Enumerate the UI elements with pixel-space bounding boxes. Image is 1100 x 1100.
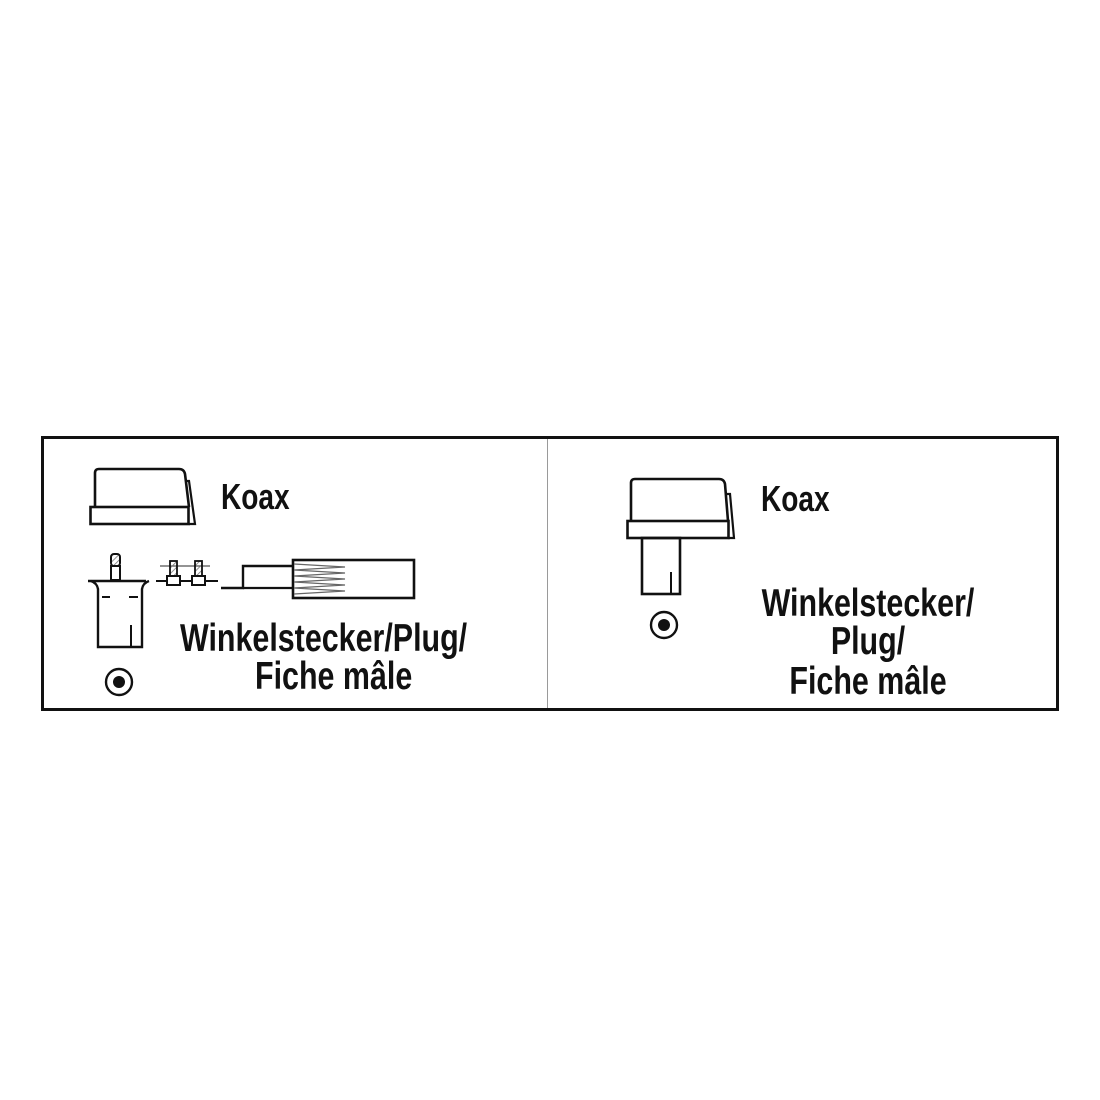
connector-diagram-frame: Koax Winkelstecker/Plug/ Fiche mâle Koax…: [41, 436, 1059, 711]
left-panel-disassembled-plug: Koax Winkelstecker/Plug/ Fiche mâle: [44, 439, 547, 708]
right-panel-assembled-plug: Koax Winkelstecker/ Plug/ Fiche mâle: [548, 439, 1056, 708]
right-plug-label-line3: Fiche mâle: [789, 660, 947, 703]
left-koax-label: Koax: [221, 476, 290, 517]
right-koax-label: Koax: [761, 478, 830, 519]
male-socket-symbol-icon: [649, 610, 679, 640]
right-plug-label-line2: Plug/: [830, 620, 906, 663]
coax-cable-icon: [221, 558, 416, 600]
male-socket-symbol-icon: [104, 667, 134, 697]
connector-cap-icon: [89, 467, 197, 526]
panel-divider: [547, 439, 548, 708]
right-plug-label-line1: Winkelstecker/: [761, 582, 975, 625]
screw-pins-icon: [156, 560, 218, 586]
left-plug-label-line2: Fiche mâle: [255, 655, 413, 698]
angled-plug-body-icon: [88, 553, 150, 649]
assembled-angled-plug-icon: [626, 477, 736, 596]
left-plug-label-line1: Winkelstecker/Plug/: [180, 617, 468, 660]
